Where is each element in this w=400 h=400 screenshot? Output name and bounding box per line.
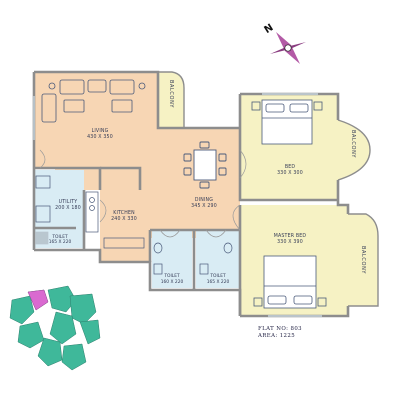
bed-label: BED: [285, 164, 296, 170]
bed-dims: 330 X 300: [277, 170, 303, 176]
room-labels: LIVING 430 X 350 DINING 345 X 290 BED 33…: [49, 128, 307, 285]
toilet-2-label: TOILET: [209, 273, 226, 279]
toilet-1-dims: 160 X 220: [161, 279, 184, 285]
toilet-2-dims: 165 X 220: [207, 279, 230, 285]
master-bed-dims: 330 X 390: [277, 239, 303, 245]
bed-balcony-floor: [338, 120, 370, 180]
master-bed-label: MASTER BED: [274, 233, 307, 239]
toilet-2-floor: [196, 230, 240, 288]
master-balcony-floor: [348, 214, 378, 306]
kitchen-label: KITCHEN: [113, 210, 135, 216]
flat-number: FLAT NO: 803: [258, 326, 302, 332]
compass-rose: N: [262, 22, 306, 64]
living-balcony-label: BALCONY: [168, 80, 174, 108]
master-bed-furniture: [253, 255, 327, 309]
living-furniture: [41, 79, 146, 123]
compass-north-label: N: [262, 22, 275, 36]
balcony-labels: BALCONY BALCONY BALCONY: [168, 80, 366, 274]
master-balcony-label: BALCONY: [360, 246, 366, 274]
living-dims: 430 X 350: [87, 134, 113, 140]
utility-label: UTILITY: [59, 199, 78, 205]
dining-label: DINING: [195, 197, 213, 203]
door-swings: [39, 149, 247, 238]
key-plan: [9, 285, 101, 371]
living-balcony-floor: [158, 72, 184, 128]
balcony-rails: [33, 71, 379, 317]
flat-area: AREA: 1225: [257, 333, 295, 339]
toilet-1-floor: [152, 230, 192, 288]
utility-dims: 200 X 180: [55, 205, 81, 211]
flat-info: FLAT NO: 803 AREA: 1225: [257, 326, 302, 339]
dining-table: [183, 141, 227, 189]
bed-furniture: [251, 99, 323, 145]
living-label: LIVING: [92, 128, 109, 134]
key-plan-highlight: [27, 289, 49, 311]
dining-dims: 345 X 290: [191, 203, 217, 209]
wc-label: TOILET: [51, 234, 68, 240]
kitchen-fixtures: [35, 175, 145, 249]
toilet-fixtures: [153, 242, 233, 275]
kitchen-dims: 240 X 330: [111, 216, 137, 222]
wc-dims: 165 X 220: [49, 239, 72, 245]
toilet-1-label: TOILET: [163, 273, 180, 279]
bed-balcony-label: BALCONY: [350, 130, 356, 158]
